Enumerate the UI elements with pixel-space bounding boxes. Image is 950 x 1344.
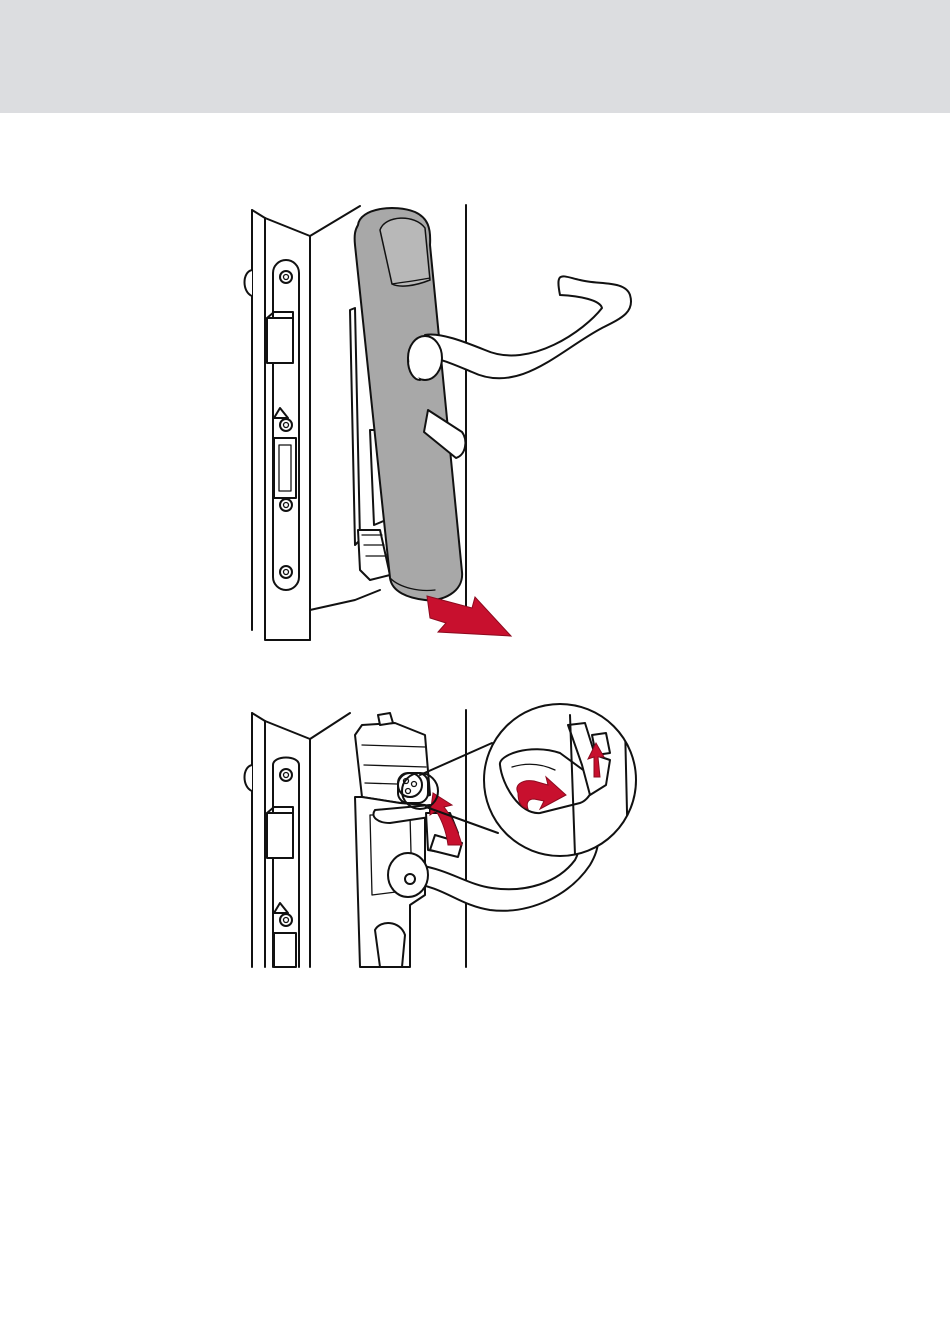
header-band — [0, 0, 950, 113]
lock-mechanism — [355, 713, 430, 967]
illustration-remove-cover — [230, 200, 530, 645]
detail-magnifier — [484, 704, 636, 856]
lock-faceplate — [267, 758, 299, 968]
illustration-svg-2 — [230, 705, 650, 970]
lock-faceplate — [267, 260, 299, 590]
illustration-svg-1 — [230, 200, 530, 645]
illustration-release-clip — [230, 705, 650, 970]
pull-arrow — [427, 596, 511, 636]
lever-handle — [408, 276, 631, 458]
